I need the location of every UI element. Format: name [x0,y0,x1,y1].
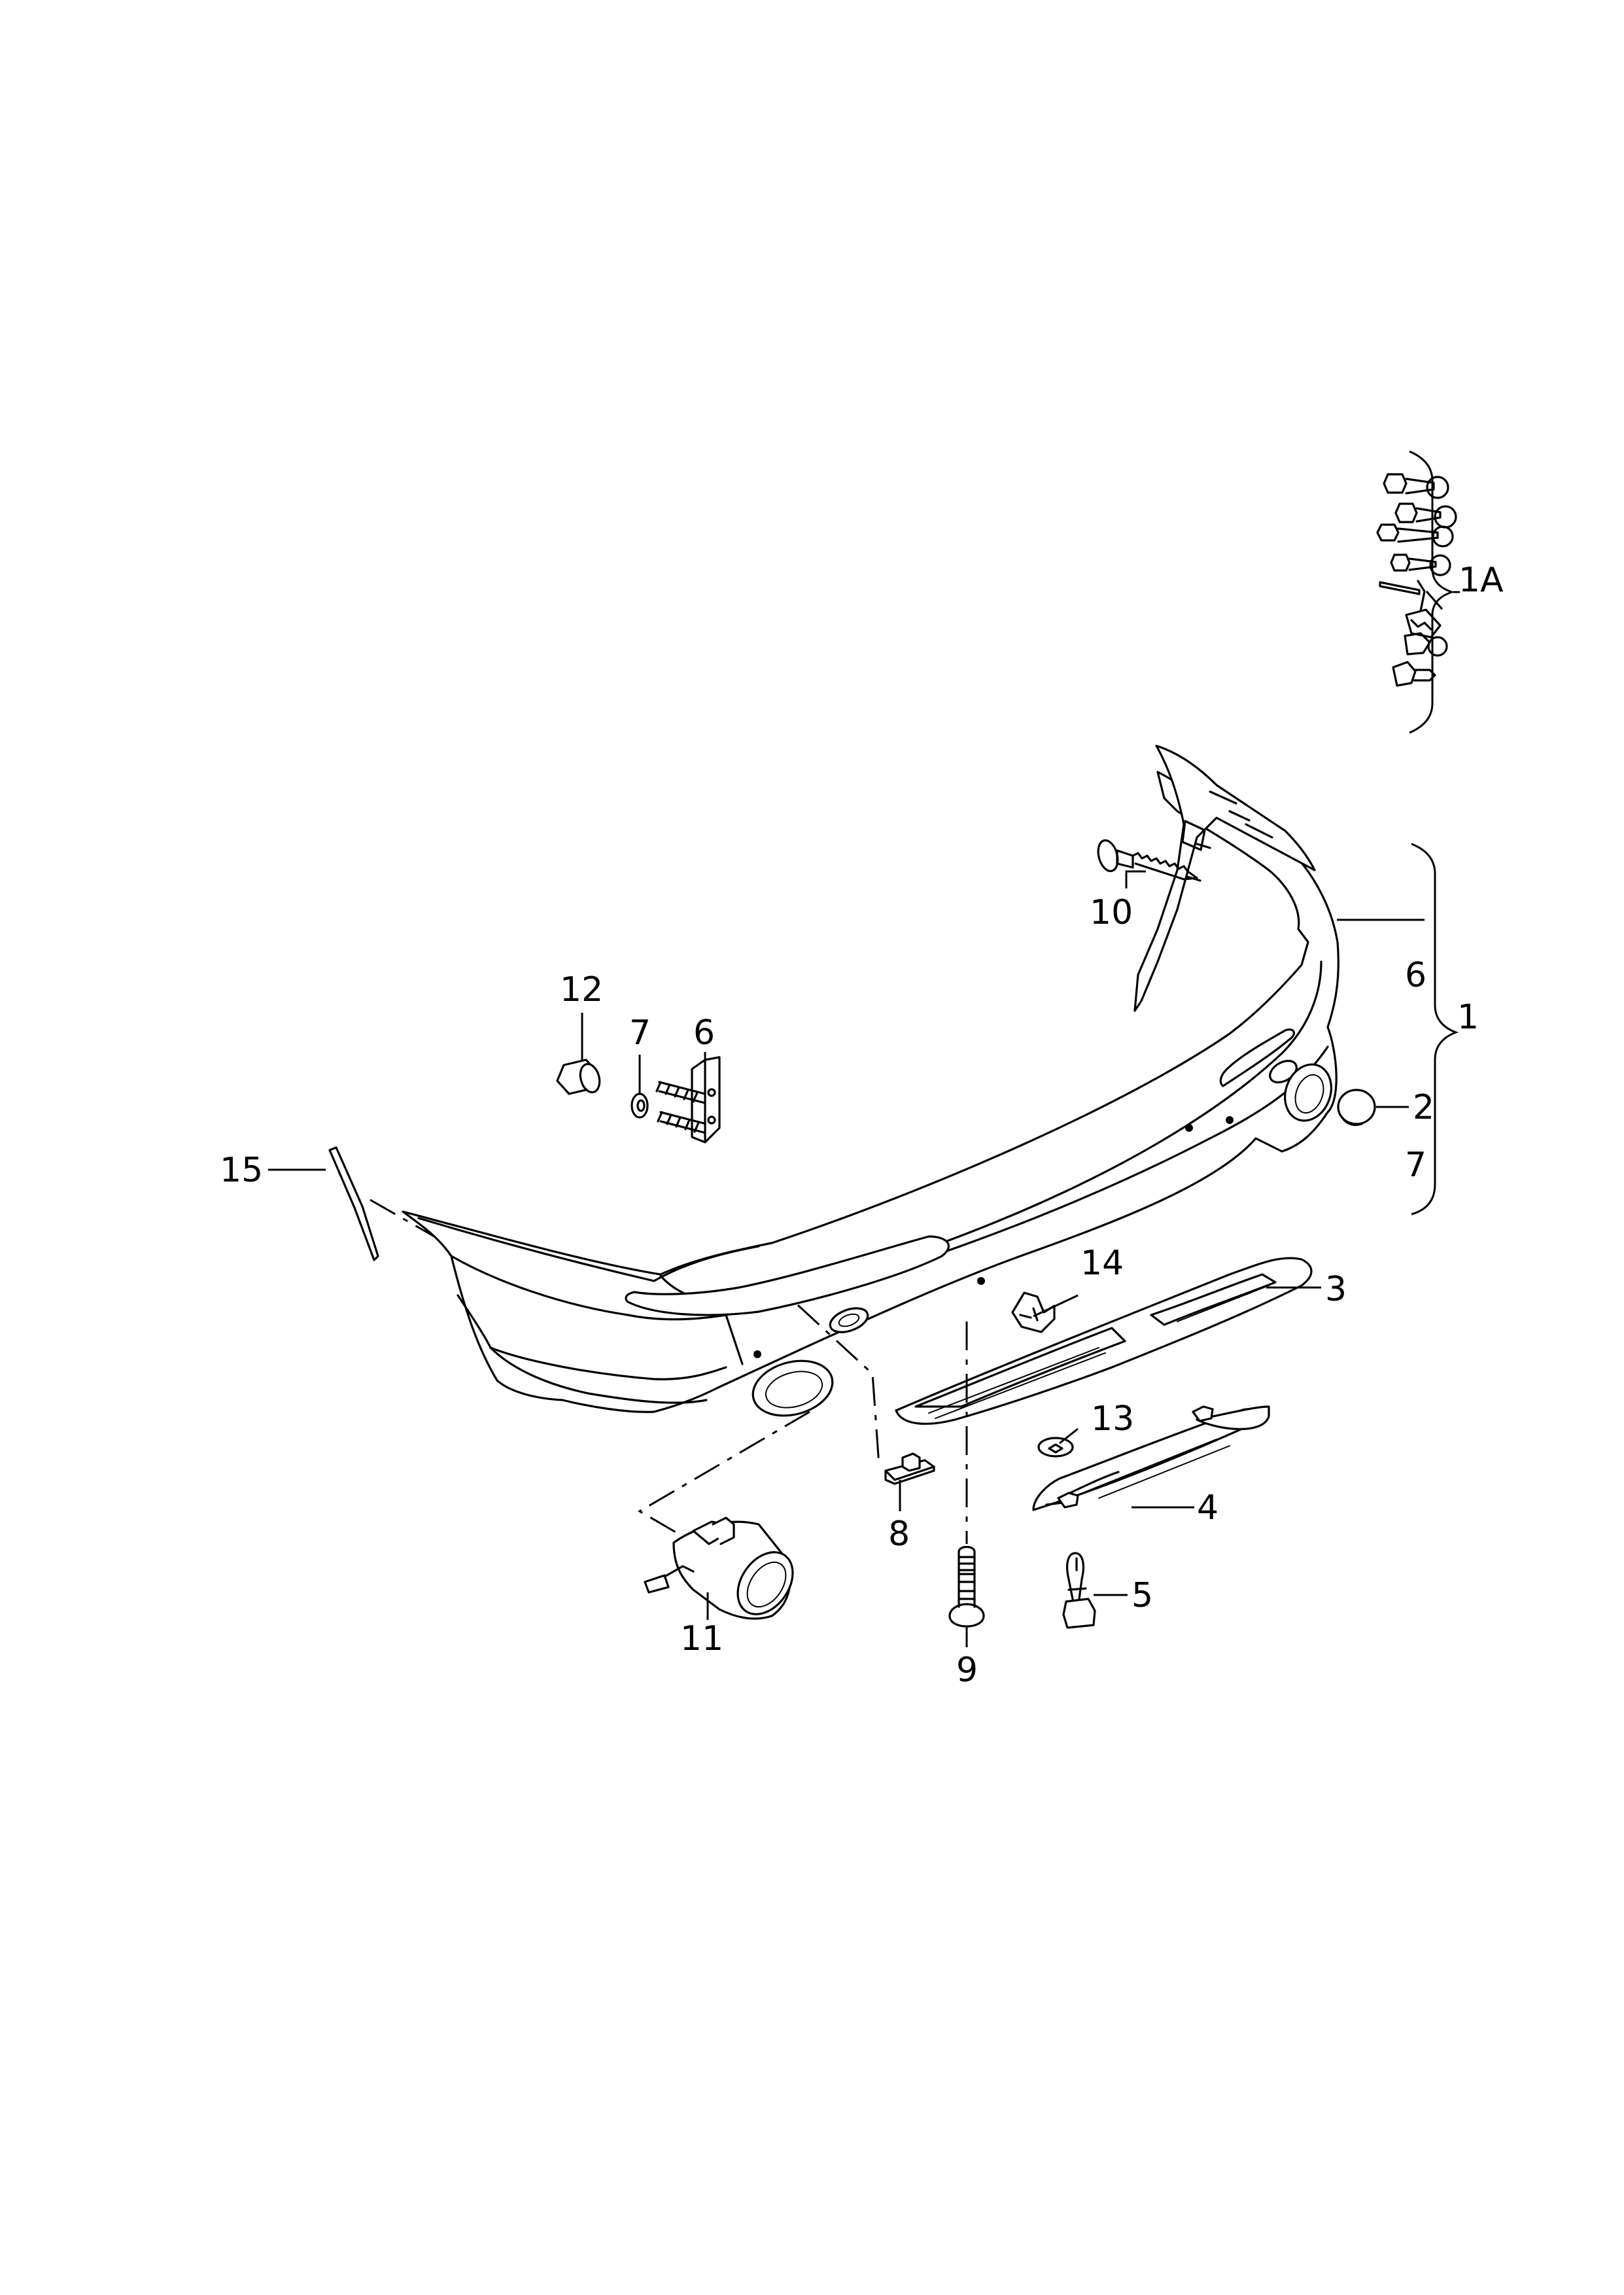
callout-5: 5 [1132,1576,1153,1615]
callout-1: 1 [1457,998,1479,1037]
alignment-lines [370,1199,968,1544]
callout-1A: 1A [1459,561,1504,600]
exhaust-tip-11 [644,1516,794,1620]
diffuser-3 [895,1257,1313,1425]
callout-11: 11 [680,1619,723,1658]
callout-14: 14 [1080,1244,1124,1283]
callout-6-bracket: 6 [693,1013,715,1053]
clip-5 [1062,1552,1096,1629]
callout-12: 12 [560,970,603,1009]
callout-15: 15 [220,1151,263,1190]
callout-labels: 1A 1 2 3 4 5 6 6 7 7 8 9 10 11 12 13 14 … [220,561,1504,1690]
clip-14 [1011,1291,1056,1333]
callout-8: 8 [888,1515,910,1554]
callout-2: 2 [1413,1088,1434,1127]
cap-2 [1337,1089,1376,1127]
callout-4: 4 [1197,1488,1218,1528]
screw-10 [1097,839,1198,881]
bolt-9 [948,1545,985,1628]
deflector-4 [1032,1405,1270,1511]
washer-7-bracket-6 [631,1056,721,1144]
callout-7-washer: 7 [629,1013,651,1053]
callout-6-brace: 6 [1405,956,1426,995]
callout-7-brace: 7 [1405,1146,1426,1185]
callout-3: 3 [1325,1270,1347,1309]
bumper-cover-6 [402,745,1339,1417]
fastener-kit-1A [1376,450,1460,734]
washer-13 [1037,1437,1074,1458]
trim-strip-15 [328,1146,379,1261]
nut-clip-8 [884,1452,935,1485]
leader-lines [268,843,1459,1647]
callout-13: 13 [1091,1399,1134,1439]
callout-9: 9 [956,1651,978,1690]
nut-12 [556,1059,601,1095]
callout-10: 10 [1090,893,1133,932]
